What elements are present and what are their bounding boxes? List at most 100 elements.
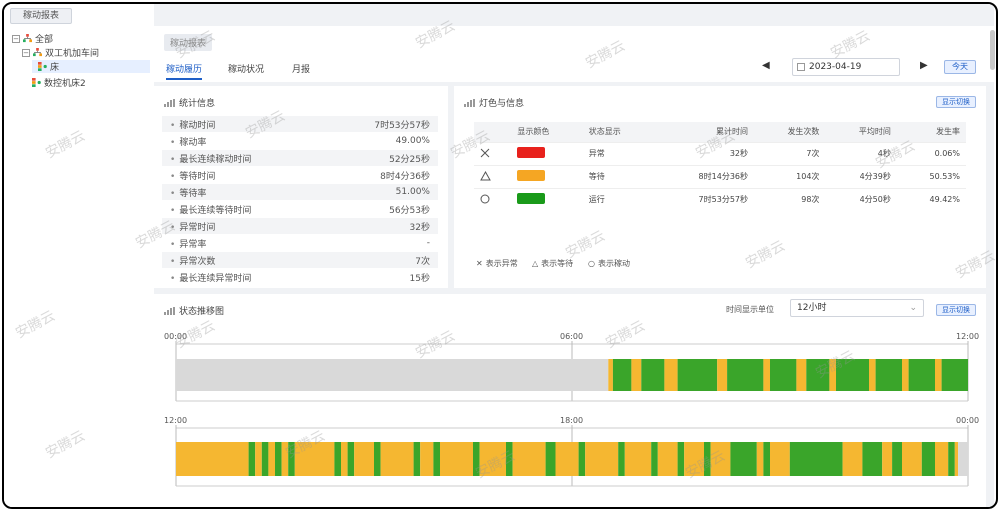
stat-key: 等待率: [170, 186, 206, 199]
tab-monthly[interactable]: 月报: [292, 65, 311, 75]
timeline-segment-wait: [380, 442, 414, 476]
cell-total: 7时53分57秒: [654, 187, 754, 211]
cell-rate: 49.42%: [896, 187, 966, 211]
timeline-segment-wait: [440, 442, 473, 476]
timeline-segment-wait: [796, 359, 807, 391]
machine-status-icon: [32, 78, 41, 87]
display-switch-button[interactable]: 显示切换: [936, 96, 976, 108]
table-header: 累计时间: [654, 122, 754, 142]
hierarchy-icon: [23, 34, 32, 43]
stat-row: 异常率-: [162, 235, 438, 251]
timeline-segment-run: [677, 359, 718, 391]
header-bar: 稼动报表 稼动履历 稼动状况 月报 ◀ 2023-04-19 ▶ 今天: [154, 26, 994, 82]
stat-value: 56分53秒: [389, 205, 430, 216]
timeline-segment-wait: [268, 442, 275, 476]
timeline-segment-run: [862, 442, 883, 476]
timeline-segment-wait: [935, 359, 942, 391]
timeline-switch-button[interactable]: 显示切换: [936, 304, 976, 316]
timeline-segment-run: [789, 442, 843, 476]
tab-status[interactable]: 稼动状况: [228, 65, 265, 75]
stat-value: 32秒: [409, 222, 430, 233]
cell-count: 104次: [754, 164, 826, 188]
circle-icon: [474, 187, 512, 211]
hint-symbol-icon: ○: [588, 259, 595, 268]
timeline-segment-idle: [176, 359, 609, 391]
cell-total: 32秒: [654, 141, 754, 165]
stats-panel: 统计信息 稼动时间7时53分57秒稼动率49.00%最长连续稼动时间52分25秒…: [154, 86, 448, 288]
sidebar: 稼动报表 − 全部 − 双工机加车间 床 数控机床2: [4, 4, 152, 507]
timeline-segment-wait: [294, 442, 335, 476]
timeline-segment-run: [875, 359, 902, 391]
timeline-segment-run: [921, 442, 935, 476]
tree-item-label: 床: [50, 63, 60, 73]
tab-history[interactable]: 稼动履历: [166, 62, 203, 80]
triangle-right-icon[interactable]: ▶: [920, 60, 928, 71]
timeline-segment-wait: [869, 359, 876, 391]
table-header: 状态显示: [582, 122, 655, 142]
stat-key: 异常率: [170, 237, 206, 250]
timeline-segment-wait: [624, 442, 652, 476]
cross-icon: [474, 141, 512, 165]
main-content: 稼动报表 稼动履历 稼动状况 月报 ◀ 2023-04-19 ▶ 今天 统计信息…: [154, 4, 994, 507]
cell-avg: 4分39秒: [825, 164, 897, 188]
timeline-segment-wait: [608, 359, 613, 391]
tree-item-all[interactable]: − 全部: [12, 32, 53, 45]
vertical-scrollbar[interactable]: [990, 30, 995, 70]
tree-item-machine-1[interactable]: 床: [32, 60, 150, 73]
timeline-segment-wait: [954, 442, 959, 476]
calendar-icon: [797, 63, 805, 71]
tree-item-workshop[interactable]: − 双工机加车间: [22, 46, 99, 59]
timeline-segment-wait: [585, 442, 619, 476]
collapse-icon[interactable]: −: [12, 34, 20, 43]
timeline-segment-run: [334, 442, 341, 476]
stat-value: 49.00%: [395, 136, 430, 146]
timeline-segment-run: [433, 442, 440, 476]
unit-select[interactable]: 12小时 ⌄: [790, 299, 924, 317]
timeline-segment-run: [651, 442, 658, 476]
timeline-segment-run: [612, 359, 632, 391]
timeline-segment-wait: [657, 442, 678, 476]
timeline-segment-run: [892, 442, 902, 476]
sidebar-tab[interactable]: 稼动报表: [10, 8, 72, 24]
timeline-segment-wait: [902, 442, 922, 476]
row2-tick-start: 12:00: [164, 416, 188, 425]
tree-item-machine-2[interactable]: 数控机床2: [32, 76, 86, 89]
date-picker[interactable]: 2023-04-19: [792, 58, 900, 76]
timeline-segment-wait: [842, 442, 863, 476]
timeline-segment-wait: [664, 359, 678, 391]
today-button[interactable]: 今天: [944, 60, 976, 74]
triangle-left-icon[interactable]: ◀: [762, 60, 770, 71]
timeline-segment-run: [275, 442, 282, 476]
stats-title: 统计信息: [179, 99, 216, 109]
unit-select-value: 12小时: [797, 303, 827, 313]
color-cell: [511, 141, 583, 165]
timeline-segment-run: [261, 442, 269, 476]
timeline-segment-run: [677, 442, 685, 476]
cell-status: 运行: [582, 187, 655, 211]
timeline-segment-run: [473, 442, 480, 476]
stat-key: 最长连续异常时间: [170, 271, 251, 284]
timeline-segment-run: [704, 442, 711, 476]
stat-key: 最长连续稼动时间: [170, 152, 251, 165]
timeline-segment-run: [908, 359, 935, 391]
stat-value: 15秒: [409, 273, 430, 284]
timeline-title: 状态推移图: [179, 307, 225, 317]
tree-item-label: 全部: [35, 35, 54, 45]
row2-tick-mid: 18:00: [560, 416, 584, 425]
timeline-segment-run: [347, 442, 355, 476]
collapse-icon[interactable]: −: [22, 48, 30, 57]
hint-symbol-icon: ✕: [476, 259, 483, 268]
timeline-segment-run: [578, 442, 586, 476]
timeline-segment-run: [730, 442, 757, 476]
cell-avg: 4秒: [825, 141, 897, 165]
table-header: 平均时间: [825, 122, 897, 142]
timeline-segment-wait: [935, 442, 949, 476]
panel-title: 状态推移图: [164, 304, 224, 317]
timeline-segment-run: [506, 442, 513, 476]
row1-tick-start: 00:00: [164, 332, 188, 341]
timeline-segment-wait: [902, 359, 909, 391]
timeline-segment-wait: [882, 442, 893, 476]
